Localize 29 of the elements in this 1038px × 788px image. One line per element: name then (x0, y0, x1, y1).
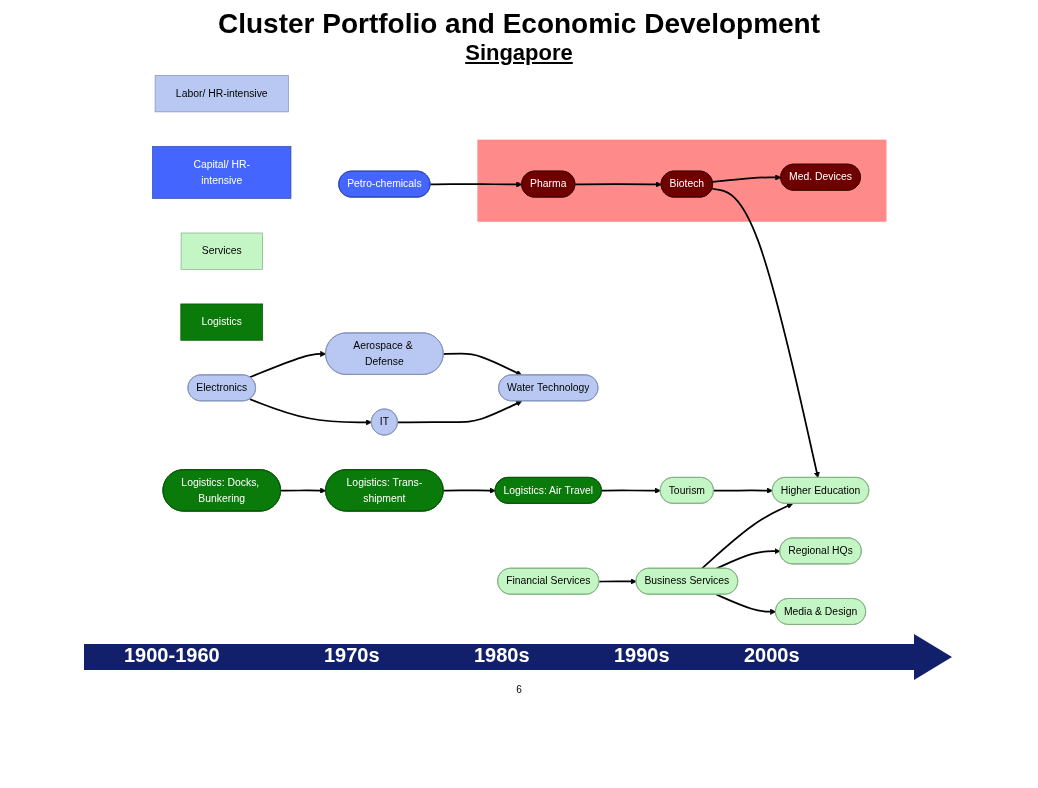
arrow (711, 187, 820, 478)
arrow (279, 487, 326, 494)
arrow (248, 350, 326, 379)
cluster (477, 139, 887, 222)
timeline-label: 1900-1960 (124, 644, 220, 667)
arrow (711, 174, 781, 183)
arrow (700, 503, 793, 570)
node-box: Labor/ HR-intensive (154, 75, 289, 113)
arrow (600, 487, 661, 494)
arrow (396, 400, 522, 424)
timeline-label: 1980s (474, 644, 530, 667)
subtitle: Singapore (465, 40, 573, 65)
node-box: Logistics (180, 303, 263, 341)
node-box: Services (180, 232, 263, 270)
node-box: Capital/ HR-intensive (151, 146, 291, 199)
arrow (248, 398, 372, 426)
arrow (442, 352, 522, 376)
arrow (715, 593, 776, 615)
arrow (715, 548, 781, 570)
timeline-label: 2000s (744, 644, 800, 667)
arrow (712, 487, 773, 494)
arrow (429, 181, 522, 188)
diagram-title: Cluster Portfolio and Economic Development (216, 8, 822, 40)
arrow (597, 578, 637, 585)
page-number: 6 (516, 684, 522, 695)
timeline-label: 1990s (614, 644, 670, 667)
arrow (442, 487, 496, 494)
arrow (574, 181, 662, 188)
timeline-label: 1970s (324, 644, 380, 667)
